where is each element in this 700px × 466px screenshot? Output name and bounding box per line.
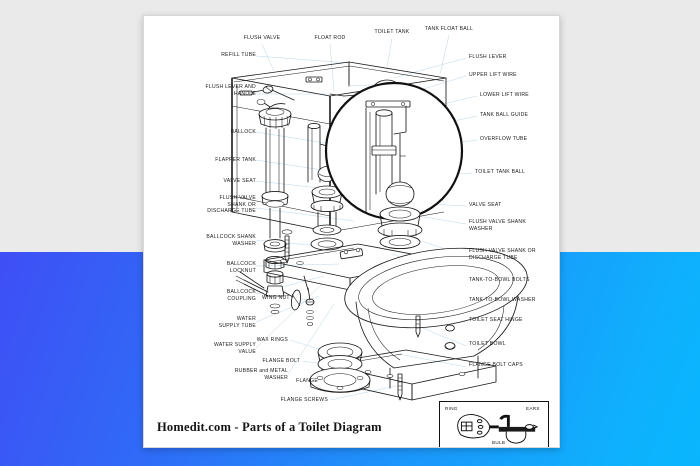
label-refill-tube: REFILL TUBE: [221, 52, 256, 58]
label-overflow-tube: OVERFLOW TUBE: [480, 136, 528, 142]
magnified-detail-circle: [324, 81, 464, 250]
label-flush-valve-shank-or-discharge-tube: FLUSH VALVE SHANK OR DISCHARGE TUBE: [207, 195, 256, 215]
toilet-bowl-assembly: [263, 229, 528, 401]
label-ballcock-coupling: BALLCOCK COUPLING: [226, 289, 256, 302]
label-flush-valve-shank-or-discharge-tube-right: FLUSH VALVE SHANK OR DISCHARGE TUBE: [469, 248, 536, 261]
label-lower-lift-wire: LOWER LIFT WIRE: [480, 92, 529, 98]
label-toilet-bowl: TOILET BOWL: [469, 341, 506, 347]
label-water-supply-tube: WATER SUPPLY TUBE: [218, 316, 256, 329]
label-wing-nut: WING NUT: [262, 295, 290, 301]
tank-to-bowl-bolts: [281, 229, 293, 264]
inset-label-ring: RING: [445, 406, 458, 411]
flush-lever-and-handle: [243, 85, 295, 101]
label-float-rod: FLOAT ROD: [314, 35, 346, 41]
ballcock-fill-valve: [235, 99, 301, 314]
diagram-caption: Homedit.com - Parts of a Toilet Diagram: [157, 420, 382, 434]
label-ballcock: BALLOCK: [230, 129, 256, 135]
label-ballcock-locknut: BALLCOCK LOCKNUT: [226, 261, 256, 274]
flange-screws: [397, 315, 421, 401]
inset-label-bulb: BULB: [492, 440, 506, 445]
label-rubber-and-metal-washer: RUBBER and METAL WASHER: [234, 368, 288, 381]
label-tank-float-ball: TANK FLOAT BALL: [424, 26, 474, 32]
label-toilet-tank-ball: TOILET TANK BALL: [475, 169, 526, 175]
plunger-inset-illustration: [457, 413, 539, 444]
label-flush-lever: FLUSH LEVER: [469, 54, 507, 60]
diagram-card: .s{fill:none;stroke:#1b1b1b;stroke-width…: [143, 15, 560, 448]
flange: [309, 367, 371, 393]
label-upper-lift-wire: UPPER LIFT WIRE: [469, 72, 517, 78]
inset-label-ears: EARS: [526, 406, 540, 411]
label-valve-seat-right: VALVE SEAT: [469, 202, 502, 208]
tank-top-hardware: [239, 76, 323, 96]
label-toilet-seat-hinge: TOILET SEAT HINGE: [469, 317, 523, 323]
label-wax-rings: WAX RINGS: [256, 337, 288, 343]
label-flange-bolt: FLANGE BOLT: [262, 358, 300, 364]
label-toilet-tank: TOILET TANK: [374, 29, 410, 35]
label-flange-screws: FLANGE SCREWS: [280, 397, 328, 403]
label-flush-valve: FLUSH VALVE: [243, 35, 281, 41]
label-flange-bolt-caps: FLANGE BOLT CAPS: [469, 362, 523, 368]
label-valve-seat-left: VALVE SEAT: [223, 178, 256, 184]
label-flapper-tank: FLAPPER TANK: [215, 157, 256, 163]
wax-rings: [317, 342, 363, 373]
toilet-diagram-illustration: .s{fill:none;stroke:#1b1b1b;stroke-width…: [231, 34, 528, 401]
plunger-inset-box: RING EARS BULB: [439, 401, 549, 447]
wing-nut-and-bolts: [303, 275, 315, 326]
label-tank-to-bowl-bolts: TANK-TO-BOWL BOLTS: [469, 277, 530, 283]
label-flush-lever-and-handle: FLUSH LEVER AND HANDLE: [205, 84, 256, 97]
label-water-supply-value: WATER SUPPLY VALUE: [214, 342, 256, 355]
label-flange: FLANGE: [296, 378, 318, 384]
flange-bolt-caps: [444, 324, 456, 350]
label-ballcock-shank-washer: BALLCOCK SHANK WASHER: [206, 234, 256, 247]
label-flush-valve-shank-washer: FLUSH VALVE SHANK WASHER: [469, 219, 526, 232]
label-tank-ball-guide: TANK BALL GUIDE: [480, 112, 529, 118]
label-tank-to-bowl-washer: TANK-TO-BOWL WASHER: [469, 297, 536, 303]
